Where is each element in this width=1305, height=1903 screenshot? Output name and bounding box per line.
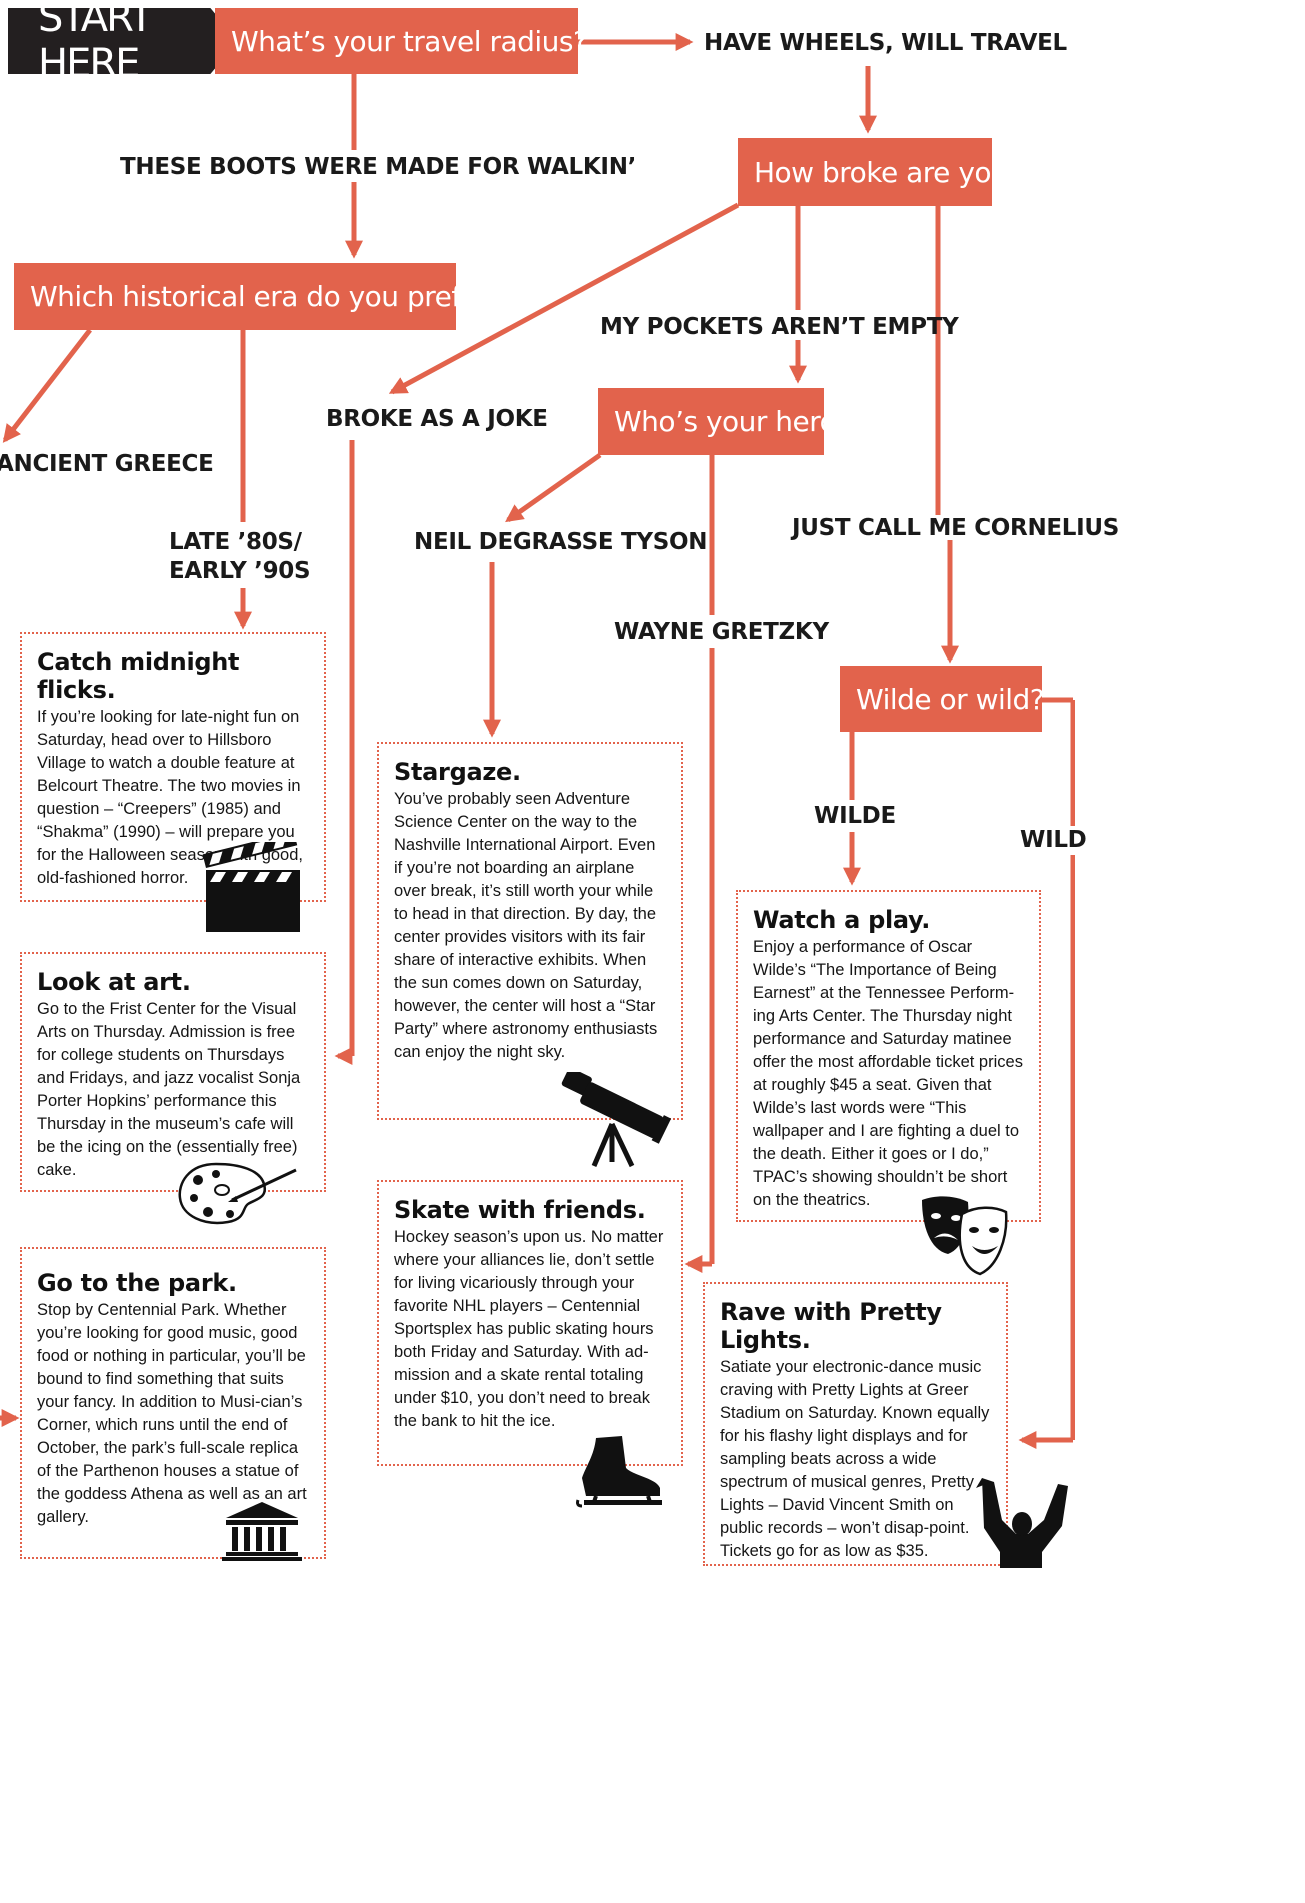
card-body: Stop by Centennial Park. Whether you’re … bbox=[37, 1301, 307, 1526]
question-travel-radius: What’s your travel radius? bbox=[215, 8, 588, 74]
start-here-banner: START HERE bbox=[8, 8, 238, 74]
answer-boots-walkin: THESE BOOTS WERE MADE FOR WALKIN’ bbox=[120, 154, 637, 180]
start-here-label: START HERE bbox=[38, 0, 153, 87]
card-body: Go to the Frist Center for the Visual Ar… bbox=[37, 1000, 301, 1179]
question-hero: Who’s your hero? bbox=[598, 388, 851, 455]
answer-early-90s: EARLY ’90S bbox=[169, 558, 311, 584]
card-body: Satiate your electronic-dance music crav… bbox=[720, 1358, 990, 1560]
card-title: Look at art. bbox=[37, 968, 191, 996]
answer-broke-as-joke: BROKE AS A JOKE bbox=[326, 406, 548, 432]
card-title: Skate with friends. bbox=[394, 1196, 646, 1224]
question-travel-radius-text: What’s your travel radius? bbox=[231, 24, 588, 58]
card-look-at-art: Look at art. Go to the Frist Center for … bbox=[20, 952, 326, 1192]
answer-ancient-greece: ANCIENT GREECE bbox=[0, 451, 214, 477]
clapperboard-icon bbox=[202, 842, 300, 932]
telescope-icon bbox=[561, 1072, 672, 1168]
question-historical-era: Which historical era do you prefer? bbox=[14, 263, 503, 330]
card-title: Stargaze. bbox=[394, 758, 521, 786]
card-title: Rave with Pretty Lights. bbox=[720, 1298, 942, 1354]
question-historical-era-text: Which historical era do you prefer? bbox=[30, 280, 503, 313]
parthenon-icon bbox=[222, 1502, 302, 1561]
flow-connectors bbox=[0, 33, 1075, 1449]
answer-wilde: WILDE bbox=[814, 803, 896, 829]
answer-cornelius: JUST CALL ME CORNELIUS bbox=[792, 515, 1120, 541]
card-watch-a-play: Watch a play. Enjoy a performance of Osc… bbox=[736, 890, 1041, 1222]
card-skate-with-friends: Skate with friends. Hockey season’s upon… bbox=[377, 1180, 683, 1466]
question-wilde-or-wild: Wilde or wild? bbox=[840, 666, 1045, 732]
answer-wayne-gretzky: WAYNE GRETZKY bbox=[614, 619, 829, 645]
answer-wild: WILD bbox=[1020, 827, 1087, 853]
raised-arms-icon bbox=[976, 1478, 1068, 1568]
answer-late-80s: LATE ’80S/ bbox=[169, 529, 302, 555]
paint-palette-icon bbox=[178, 1162, 297, 1225]
card-rave-pretty-lights: Rave with Pretty Lights. Satiate your el… bbox=[703, 1282, 1008, 1566]
card-body: Hockey season’s upon us. No matter where… bbox=[394, 1228, 664, 1430]
card-body: If you’re looking for late-night fun on … bbox=[37, 708, 303, 887]
card-title: Go to the park. bbox=[37, 1269, 237, 1297]
card-midnight-flicks: Catch midnight flicks. If you’re looking… bbox=[20, 632, 326, 902]
card-stargaze: Stargaze. You’ve probably seen Adventure… bbox=[377, 742, 683, 1120]
question-hero-text: Who’s your hero? bbox=[614, 405, 851, 438]
card-title: Catch midnight flicks. bbox=[37, 648, 240, 704]
question-how-broke-text: How broke are you? bbox=[754, 155, 1023, 189]
theater-masks-icon bbox=[922, 1196, 1008, 1276]
question-wilde-or-wild-text: Wilde or wild? bbox=[856, 682, 1045, 716]
card-go-to-park: Go to the park. Stop by Centennial Park.… bbox=[20, 1247, 326, 1559]
card-title: Watch a play. bbox=[753, 906, 931, 934]
answer-have-wheels: HAVE WHEELS, WILL TRAVEL bbox=[704, 30, 1067, 56]
question-how-broke: How broke are you? bbox=[738, 138, 1023, 206]
ice-skate-icon bbox=[576, 1436, 662, 1508]
answer-neil-degrasse-tyson: NEIL DEGRASSE TYSON bbox=[414, 529, 708, 555]
card-body: Enjoy a performance of Oscar Wilde’s “Th… bbox=[753, 938, 1023, 1209]
card-body: You’ve probably seen Adventure Science C… bbox=[394, 790, 658, 1061]
answer-pockets-not-empty: MY POCKETS AREN’T EMPTY bbox=[600, 314, 959, 340]
